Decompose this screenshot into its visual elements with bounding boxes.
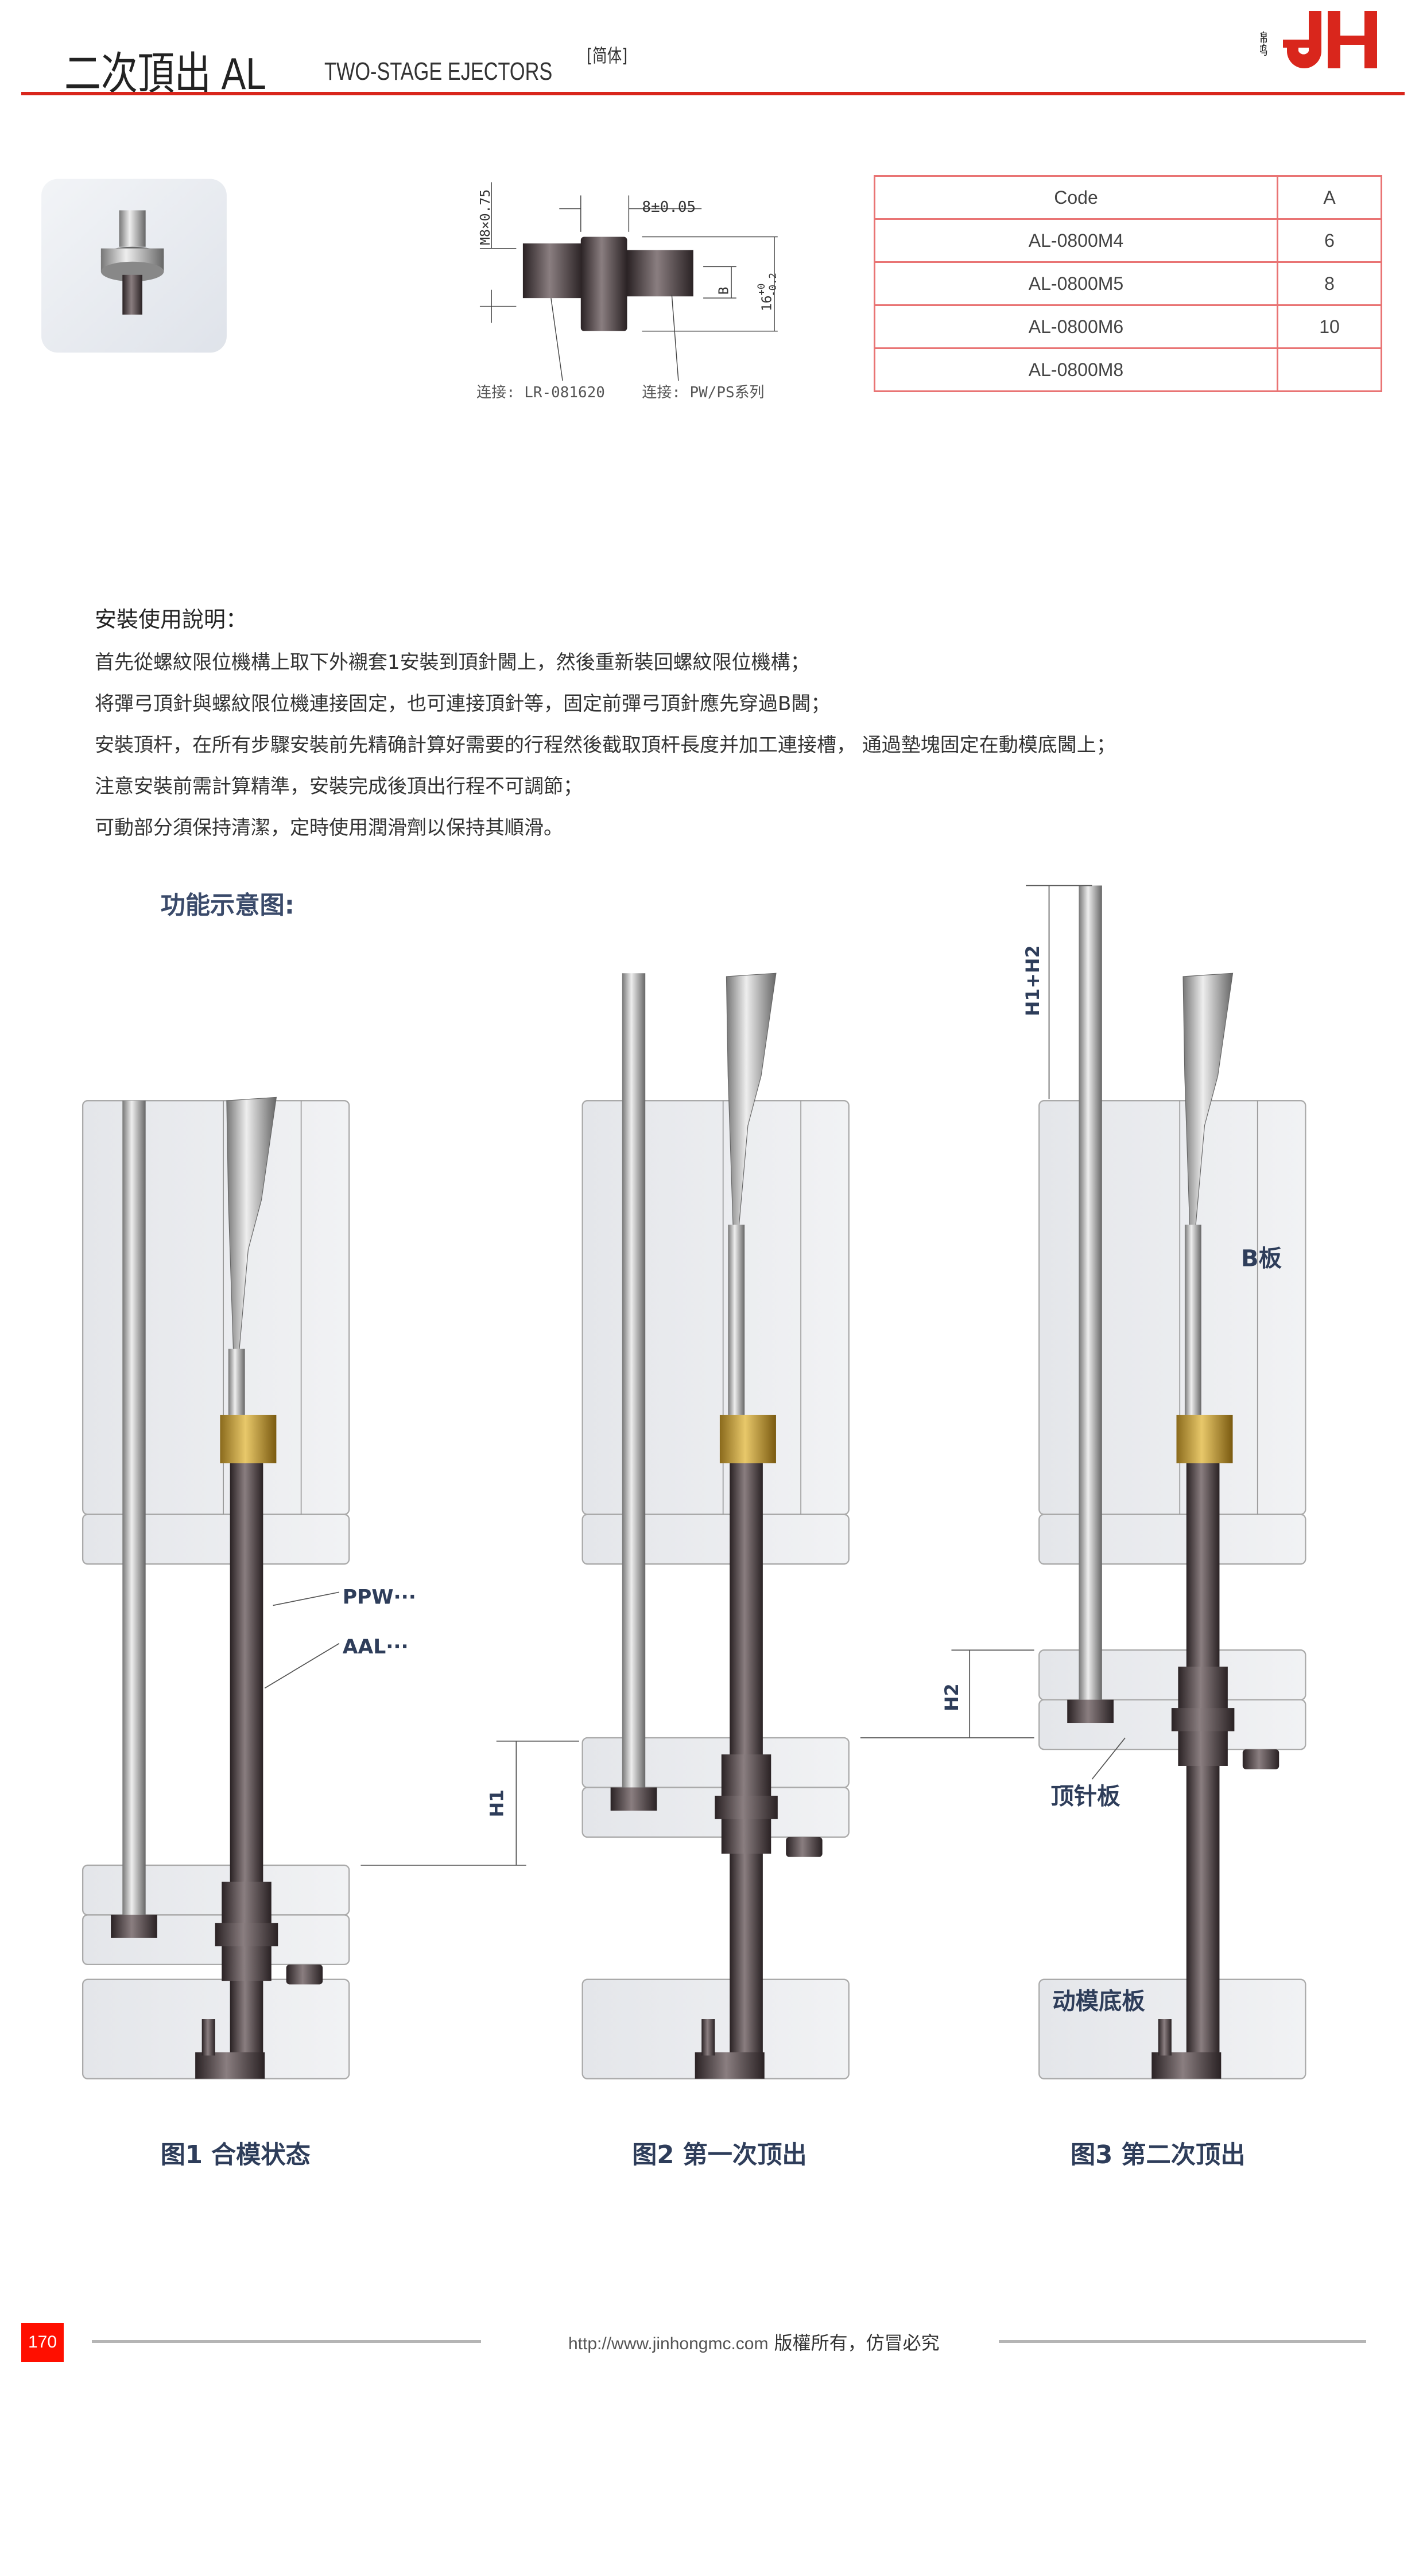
mold-diagram-3 [1038, 885, 1306, 2079]
instruction-line: 可動部分須保持清潔，定時使用潤滑劑以保持其順滑。 [95, 816, 563, 839]
language-variant-link[interactable]: [简体] [587, 45, 628, 67]
connect-right-label: 连接: PW/PS系列 [642, 384, 764, 401]
stop-button [786, 1837, 823, 1857]
label-h2: H2 [942, 1683, 963, 1711]
support-plate [1038, 1513, 1306, 1565]
thread-dim: M8×0.75 [478, 189, 493, 245]
code-cell: AL-0800M5 [874, 261, 1278, 306]
collar-width-dim: 8±0.05 [642, 199, 696, 216]
instruction-line: 注意安裝前需計算精準，安裝完成後頂出行程不可調節； [95, 775, 583, 798]
spring-pin [1184, 1225, 1201, 1415]
lifter-blade [1182, 973, 1234, 1275]
footer-rule-left [92, 2340, 481, 2343]
label-h1h2: H1+H2 [1023, 945, 1044, 1016]
a-cell: 8 [1277, 261, 1382, 306]
column-header-a: A [1277, 175, 1382, 220]
figures-heading: 功能示意图: [161, 891, 294, 920]
ejector-pin [122, 1101, 146, 1915]
a-cell: 6 [1277, 218, 1382, 263]
a-cell [1277, 347, 1382, 392]
label-aal: AAL··· [343, 1636, 409, 1659]
height-tol-lower: -0.2 [767, 273, 779, 297]
spring-pin [728, 1225, 745, 1415]
copyright: 版權所有，仿冒必究 [774, 2332, 940, 2354]
page-title: 二次頂出 AL [64, 48, 266, 99]
footer-text: http://www.jinhongmc.com 版權所有，仿冒必究 [568, 2329, 940, 2355]
figure-caption-2: 图2 第一次顶出 [632, 2141, 807, 2170]
page-subtitle: TWO-STAGE EJECTORS [324, 57, 553, 86]
code-cell: AL-0800M4 [874, 218, 1278, 263]
ejector-pin [1079, 885, 1102, 1700]
label-ppw: PPW··· [343, 1586, 416, 1609]
support-plate [581, 1513, 850, 1565]
ejector-rod-head [1151, 2052, 1222, 2079]
table-row: AL-0800M8 [874, 347, 1382, 392]
label-bottom-plate: 动模底板 [1052, 1988, 1145, 2015]
height-dim: 16 [759, 295, 774, 311]
website-link[interactable]: http://www.jinhongmc.com [568, 2334, 769, 2353]
table-header-row: Code A [874, 175, 1382, 220]
svg-text:锦鸿: 锦鸿 [1260, 31, 1268, 56]
instructions-title: 安裝使用說明： [95, 607, 248, 632]
product-photo [41, 179, 227, 353]
svg-text:16+0-0.2: 16+0-0.2 [756, 273, 779, 311]
ejector-pin [622, 973, 646, 1788]
header-divider [21, 92, 1405, 95]
label-h1: H1 [487, 1789, 507, 1818]
brand-logo: 锦鸿 [1260, 11, 1377, 68]
ejector-pin-head [1067, 1699, 1114, 1723]
code-cell: AL-0800M8 [874, 347, 1278, 392]
connect-left-label: 连接: LR-081620 [476, 384, 605, 401]
brass-sleeve [220, 1415, 277, 1463]
lifter-blade [226, 1097, 277, 1399]
height-tol-upper: +0 [756, 284, 767, 296]
b-dim: B [716, 286, 731, 295]
stop-button [1242, 1749, 1279, 1769]
mold-diagram-2 [581, 973, 850, 2079]
a-cell: 10 [1277, 304, 1382, 349]
figure-caption-3: 图3 第二次顶出 [1071, 2141, 1245, 2170]
ejector-rod-head [695, 2052, 765, 2079]
brass-sleeve [1176, 1415, 1233, 1463]
lifter-blade [726, 973, 777, 1275]
instruction-line: 安裝頂杆，在所有步驟安裝前先精确計算好需要的行程然後截取頂杆長度并加工連接槽， … [95, 734, 1116, 757]
instruction-line: 首先從螺紋限位機構上取下外襯套1安裝到頂針閪上，然後重新裝回螺紋限位機構； [95, 651, 810, 674]
ejector-pin-head [111, 1915, 157, 1938]
dimension-drawing: 8±0.05 M8×0.75 B 16+0-0.2 连接: LR-081620 … [476, 182, 779, 401]
mold-diagram-1 [82, 1097, 350, 2079]
footer-rule-right [999, 2340, 1366, 2343]
label-b-plate: B板 [1241, 1245, 1282, 1272]
brass-sleeve [719, 1415, 776, 1463]
page-number: 170 [21, 2323, 64, 2362]
figure-caption-1: 图1 合模状态 [161, 2141, 311, 2170]
dimension-lines [264, 885, 1126, 1866]
ejector-rod-head [195, 2052, 265, 2079]
support-plate [82, 1513, 350, 1565]
label-ejector-plate: 顶针板 [1050, 1783, 1120, 1810]
spring-pin [228, 1349, 245, 1415]
column-header-code: Code [874, 175, 1278, 220]
instruction-line: 将彈弓頂針與螺紋限位機連接固定，也可連接頂針等，固定前彈弓頂針應先穿過B閪； [95, 692, 831, 715]
ejector-pin-head [610, 1787, 657, 1811]
stop-button [286, 1964, 323, 1985]
code-cell: AL-0800M6 [874, 304, 1278, 349]
